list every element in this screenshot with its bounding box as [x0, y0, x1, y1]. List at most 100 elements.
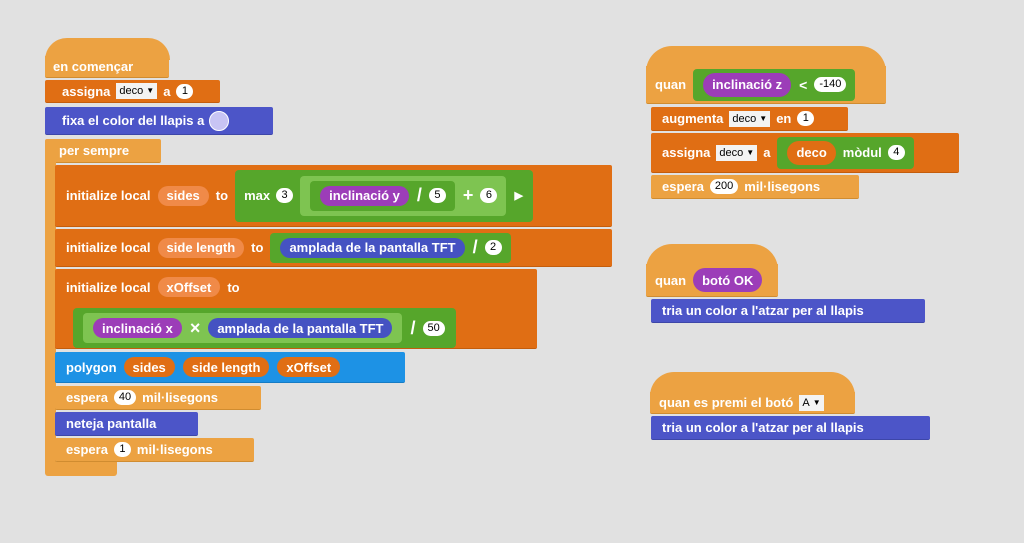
divide-reporter[interactable]: inclinació y / 5	[310, 180, 455, 211]
chevron-down-icon: ▼	[812, 397, 821, 407]
wait-label: espera	[66, 442, 108, 457]
polygon-arg-sides[interactable]: sides	[123, 357, 175, 377]
expand-arrow-icon[interactable]: ▶	[514, 190, 523, 202]
increase-value-input[interactable]: 1	[797, 111, 815, 126]
wait-value-input[interactable]: 1	[113, 442, 131, 457]
polygon-arg-side-length[interactable]: side length	[182, 357, 270, 377]
initialize-local-sides-block[interactable]: initialize local sides to max 3 inclinac…	[55, 165, 612, 227]
divide-arg-input[interactable]: 5	[428, 188, 446, 203]
polygon-arg-xoffset[interactable]: xOffset	[277, 357, 341, 377]
wait-unit-label: mil·lisegons	[744, 179, 821, 194]
random-pen-color-block[interactable]: tria un color a l'atzar per al llapis	[651, 299, 925, 323]
set-pen-color-label: fixa el color del llapis a	[62, 113, 205, 128]
to-label: to	[215, 188, 229, 203]
button-ok-reporter[interactable]: botó OK	[693, 268, 763, 292]
clear-screen-label: neteja pantalla	[66, 416, 157, 431]
max-label: max	[244, 188, 271, 203]
when-button-pressed-label: quan es premi el botó	[659, 395, 794, 410]
increase-in-label: en	[776, 111, 792, 126]
variable-dropdown[interactable]: deco▼	[116, 83, 158, 99]
clear-screen-block[interactable]: neteja pantalla	[55, 412, 198, 436]
increase-variable-block[interactable]: augmenta deco▼ en 1	[651, 107, 848, 131]
wait-value-input[interactable]: 40	[113, 390, 137, 405]
mod-reporter[interactable]: deco mòdul 4	[777, 136, 914, 169]
max-arg-input[interactable]: 3	[276, 188, 294, 203]
random-pen-color-block[interactable]: tria un color a l'atzar per al llapis	[651, 416, 930, 440]
chevron-down-icon: ▼	[146, 86, 155, 95]
initialize-local-label: initialize local	[66, 188, 151, 203]
assign-label: assigna	[662, 145, 711, 160]
wait-value-input[interactable]: 200	[709, 179, 739, 194]
tilt-y-reporter[interactable]: inclinació y	[320, 185, 409, 206]
when-label: quan	[655, 77, 687, 92]
initialize-local-label: initialize local	[66, 279, 151, 295]
assign-to-label: a	[163, 83, 171, 99]
variable-dropdown[interactable]: deco▼	[729, 110, 771, 127]
multiply-reporter[interactable]: inclinació x × amplada de la pantalla TF…	[83, 313, 403, 343]
chevron-down-icon: ▼	[759, 113, 768, 123]
divide-reporter[interactable]: inclinació x × amplada de la pantalla TF…	[73, 308, 456, 348]
wait-unit-label: mil·lisegons	[142, 390, 219, 405]
when-start-label: en començar	[53, 59, 134, 74]
screen-width-reporter[interactable]: amplada de la pantalla TFT	[280, 237, 465, 258]
local-name-sides[interactable]: sides	[157, 185, 209, 206]
pen-color-swatch[interactable]	[209, 110, 230, 131]
when-start-hat-block[interactable]: en començar	[45, 56, 169, 78]
forever-arm	[45, 160, 56, 465]
less-than-operator: <	[799, 76, 808, 93]
divide-operator: /	[472, 237, 478, 257]
assign-mod-block[interactable]: assigna deco▼ a deco mòdul 4	[651, 133, 959, 173]
max-reporter[interactable]: max 3 inclinació y / 5 + 6 ▶	[235, 169, 533, 222]
mod-arg-input[interactable]: 4	[887, 145, 905, 160]
when-condition-hat-block[interactable]: quan inclinació z < -140	[646, 66, 886, 104]
less-than-reporter[interactable]: inclinació z < -140	[693, 68, 856, 101]
when-start-hat-cap[interactable]	[45, 38, 170, 60]
mod-label: mòdul	[842, 145, 882, 160]
initialize-local-side-length-block[interactable]: initialize local side length to amplada …	[55, 229, 612, 267]
wait-40ms-block[interactable]: espera 40 mil·lisegons	[55, 386, 261, 410]
tilt-z-reporter[interactable]: inclinació z	[703, 72, 792, 97]
wait-unit-label: mil·lisegons	[136, 442, 213, 457]
polygon-label: polygon	[66, 359, 117, 375]
multiply-operator: ×	[189, 317, 201, 338]
forever-block[interactable]: per sempre	[45, 139, 161, 163]
to-label: to	[227, 279, 240, 295]
forever-foot	[45, 462, 117, 476]
when-button-ok-hat-block[interactable]: quan botó OK	[646, 264, 778, 297]
divide-arg-input[interactable]: 2	[484, 240, 502, 255]
divide-operator: /	[410, 317, 416, 338]
forever-label: per sempre	[59, 143, 130, 158]
divide-reporter[interactable]: amplada de la pantalla TFT / 2	[270, 232, 511, 263]
assign-label: assigna	[62, 83, 111, 99]
wait-label: espera	[66, 390, 108, 405]
assign-variable-block[interactable]: assigna deco▼ a 1	[45, 80, 220, 103]
when-label: quan	[655, 272, 687, 288]
initialize-local-xoffset-block[interactable]: initialize local xOffset to inclinació x…	[55, 269, 537, 349]
divide-operator: /	[416, 185, 422, 205]
random-pen-color-label: tria un color a l'atzar per al llapis	[662, 420, 864, 435]
tilt-x-reporter[interactable]: inclinació x	[93, 318, 182, 338]
plus-reporter[interactable]: inclinació y / 5 + 6	[300, 175, 507, 216]
increase-label: augmenta	[662, 111, 724, 126]
plus-arg-input[interactable]: 6	[480, 188, 498, 203]
chevron-down-icon: ▼	[746, 147, 755, 157]
random-pen-color-label: tria un color a l'atzar per al llapis	[662, 303, 864, 318]
local-name-xoffset[interactable]: xOffset	[157, 277, 221, 297]
divide-arg-input[interactable]: 50	[422, 320, 445, 336]
compare-value-input[interactable]: -140	[814, 77, 847, 92]
wait-label: espera	[662, 179, 704, 194]
screen-width-reporter[interactable]: amplada de la pantalla TFT	[208, 318, 393, 338]
when-button-pressed-hat-block[interactable]: quan es premi el botó A▼	[650, 392, 855, 414]
plus-operator: +	[462, 185, 474, 205]
button-dropdown[interactable]: A▼	[799, 394, 824, 411]
to-label: to	[251, 240, 264, 255]
variable-dropdown[interactable]: deco▼	[716, 144, 758, 161]
wait-200ms-block[interactable]: espera 200 mil·lisegons	[651, 175, 859, 199]
assign-value-input[interactable]: 1	[176, 83, 194, 99]
assign-to-label: a	[763, 145, 771, 160]
set-pen-color-block[interactable]: fixa el color del llapis a	[45, 107, 273, 135]
polygon-block[interactable]: polygon sides side length xOffset	[55, 352, 405, 383]
local-name-side-length[interactable]: side length	[157, 237, 245, 258]
deco-reporter[interactable]: deco	[787, 140, 836, 165]
wait-1ms-block[interactable]: espera 1 mil·lisegons	[55, 438, 254, 462]
